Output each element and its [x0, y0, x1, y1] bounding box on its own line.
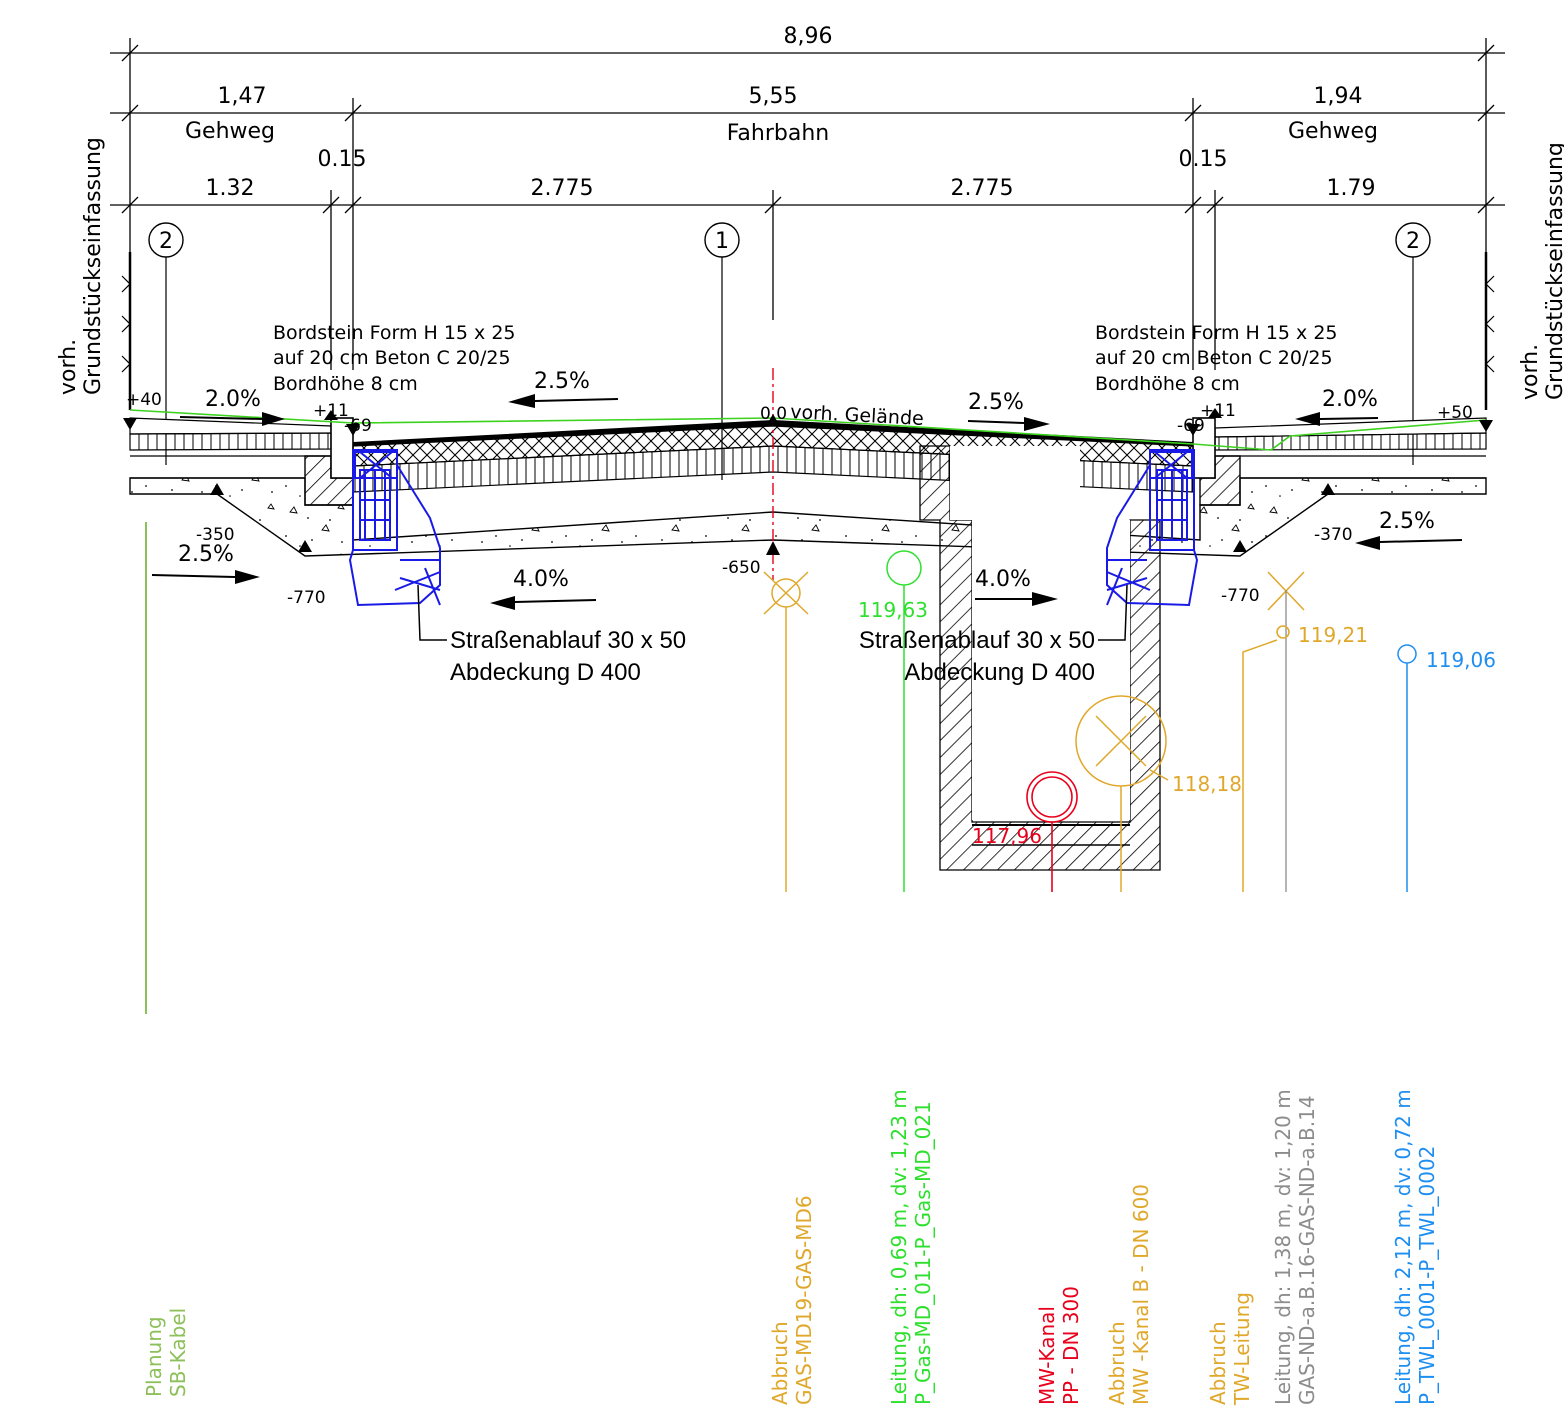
- slope-right-formation: 4.0%: [975, 567, 1031, 592]
- slope-left-formation: 4.0%: [513, 567, 569, 592]
- dim-half-right: 2.775: [951, 176, 1014, 201]
- dim-right-sub: 1.79: [1327, 176, 1376, 201]
- height-sewer-new: 117,96: [972, 824, 1042, 848]
- dim-half-left: 2.775: [531, 176, 594, 201]
- elev-right-gutter: -69: [1177, 416, 1205, 436]
- utility-twl-line1: Leitung, dh: 2,12 m, dv: 0,72 m: [1391, 1089, 1415, 1405]
- dim-left-curb: 0.15: [318, 147, 367, 172]
- curb-note-left: Bordstein Form H 15 x 25 auf 20 cm Beton…: [273, 322, 516, 395]
- pipe-sewer-old: [1075, 695, 1169, 892]
- svg-text:Straßenablauf 30 x 50: Straßenablauf 30 x 50: [859, 627, 1095, 654]
- dim-roadway: 5,55: [749, 84, 798, 109]
- elevation-triangles: [123, 408, 1493, 555]
- elev-left-base: -350: [196, 525, 235, 545]
- utility-mw-old-line2: MW -Kanal B - DN 600: [1129, 1184, 1153, 1405]
- left-boundary-label-2: Grundstückseinfassung: [81, 137, 106, 395]
- dimension-chains: [110, 38, 1505, 370]
- pipe-sewer-new: [1026, 771, 1078, 892]
- curb-note-right: Bordstein Form H 15 x 25 auf 20 cm Beton…: [1095, 322, 1338, 395]
- height-gas-old: 119,21: [1298, 623, 1368, 647]
- utility-mw-old-line1: Abbruch: [1105, 1321, 1129, 1405]
- zone-center-label: Fahrbahn: [727, 121, 829, 146]
- elev-center: 0,0: [760, 404, 787, 424]
- slope-right-sub: 2.5%: [1379, 509, 1435, 534]
- left-boundary-label-1: vorh.: [56, 339, 81, 395]
- utility-gas-new-line1: Leitung, dh: 0,69 m, dv: 1,23 m: [887, 1089, 911, 1405]
- slope-right-sidewalk: 2.0%: [1322, 387, 1378, 412]
- drain-inlet-left: [348, 449, 441, 607]
- pipe-gas-old-md: [763, 571, 809, 892]
- dim-right-curb: 0.15: [1179, 147, 1228, 172]
- elev-right-formation: -770: [1221, 586, 1260, 606]
- elev-left-gutter: -69: [344, 416, 372, 436]
- utility-sb-cable-line2: SB-Kabel: [166, 1308, 190, 1397]
- utility-mw-kanal-line2: PP - DN 300: [1059, 1286, 1083, 1405]
- elev-right-edge: +50: [1437, 403, 1473, 423]
- dim-left-sub: 1.32: [206, 176, 255, 201]
- right-boundary-label-2: Grundstückseinfassung: [1543, 142, 1564, 400]
- utility-sb-cable-line1: Planung: [142, 1316, 166, 1397]
- slope-left-sidewalk: 2.0%: [205, 387, 261, 412]
- height-water: 119,06: [1426, 648, 1496, 672]
- slope-left-sub: 2.5%: [178, 542, 234, 567]
- pipe-water-new: [1397, 644, 1417, 892]
- height-gas-new: 119,63: [858, 598, 928, 622]
- svg-text:Abdeckung D 400: Abdeckung D 400: [450, 659, 641, 686]
- elev-left-curb-top: +11: [313, 401, 349, 421]
- svg-text:Bordstein Form H 15 x 25: Bordstein Form H 15 x 25: [1095, 322, 1338, 344]
- sewer-trench: [919, 445, 1161, 871]
- slope-arrows: [151, 394, 1463, 610]
- pavement-structure: [129, 417, 1487, 557]
- utility-gas-nd-line1: Leitung, dh: 1,38 m, dv: 1,20 m: [1271, 1089, 1295, 1405]
- utility-twl-line2: P_TWL_0001-P_TWL_0002: [1415, 1146, 1439, 1405]
- svg-text:auf 20 cm Beton C 20/25: auf 20 cm Beton C 20/25: [1095, 347, 1333, 369]
- elev-right-curb-top: +11: [1200, 401, 1236, 421]
- svg-text:1: 1: [715, 229, 729, 254]
- svg-text:auf 20 cm Beton C 20/25: auf 20 cm Beton C 20/25: [273, 347, 511, 369]
- utility-gas-md-line1: Abbruch: [768, 1321, 792, 1405]
- pipe-gas-new: [886, 550, 922, 892]
- utility-mw-kanal-line1: MW-Kanal: [1035, 1306, 1059, 1405]
- utility-legend: Planung SB-Kabel Abbruch GAS-MD19-GAS-MD…: [142, 1089, 1439, 1406]
- dim-left-sidewalk: 1,47: [218, 84, 267, 109]
- dim-right-sidewalk: 1,94: [1314, 84, 1363, 109]
- elev-left-formation: -770: [287, 588, 326, 608]
- zone-right-label: Gehweg: [1288, 119, 1378, 144]
- utility-gas-md-line2: GAS-MD19-GAS-MD6: [792, 1195, 816, 1405]
- svg-text:Abdeckung D 400: Abdeckung D 400: [904, 659, 1095, 686]
- drain-callout-right: Straßenablauf 30 x 50 Abdeckung D 400: [859, 584, 1128, 686]
- boundary-posts: [128, 252, 1488, 410]
- svg-text:2: 2: [1406, 229, 1420, 254]
- dim-total: 8,96: [784, 24, 833, 49]
- svg-text:Bordhöhe 8 cm: Bordhöhe 8 cm: [273, 373, 418, 395]
- zone-left-label: Gehweg: [185, 119, 275, 144]
- svg-text:Bordhöhe 8 cm: Bordhöhe 8 cm: [1095, 373, 1240, 395]
- existing-terrain-line: [129, 409, 1487, 451]
- svg-text:2: 2: [159, 229, 173, 254]
- svg-text:Bordstein Form H 15 x 25: Bordstein Form H 15 x 25: [273, 322, 516, 344]
- elev-left-edge: +40: [126, 390, 162, 410]
- elev-right-base: -370: [1314, 525, 1353, 545]
- utility-tw-old-line1: Abbruch: [1206, 1321, 1230, 1405]
- elev-center-formation: -650: [722, 558, 761, 578]
- svg-text:Straßenablauf 30 x 50: Straßenablauf 30 x 50: [450, 627, 686, 654]
- pipe-water-old: [1242, 571, 1305, 892]
- slope-left-road: 2.5%: [534, 369, 590, 394]
- utility-tw-old-line2: TW-Leitung: [1230, 1292, 1254, 1406]
- utility-gas-new-line2: P_Gas-MD_011-P_Gas-MD_021: [911, 1101, 935, 1405]
- utility-gas-nd-line2: GAS-ND-a.B.16-GAS-ND-a.B.14: [1295, 1095, 1319, 1405]
- right-boundary-label-1: vorh.: [1518, 344, 1543, 400]
- drain-inlet-right: [1106, 449, 1199, 607]
- height-sewer-old: 118,18: [1172, 772, 1242, 796]
- drain-callout-left: Straßenablauf 30 x 50 Abdeckung D 400: [417, 584, 686, 686]
- slope-right-road: 2.5%: [968, 390, 1024, 415]
